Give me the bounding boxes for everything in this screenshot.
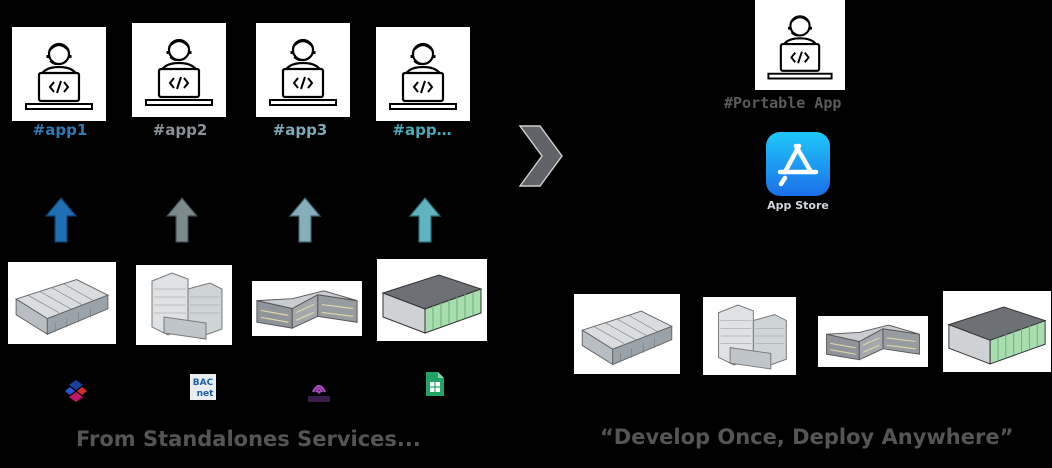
developer-icon-portable xyxy=(755,0,845,90)
up-arrow-icon xyxy=(44,196,78,244)
app-label-2: #app2 xyxy=(152,121,208,139)
app-label-3: #app3 xyxy=(272,121,328,139)
app-store-label: App Store xyxy=(767,199,829,212)
developer-icon-app1 xyxy=(12,27,106,121)
up-arrow-icon xyxy=(288,196,322,244)
up-arrow-icon xyxy=(408,196,442,244)
app-store-icon xyxy=(766,132,830,196)
brick-icon xyxy=(305,376,333,404)
spreadsheet-icon xyxy=(424,370,446,398)
app-label-1: #app1 xyxy=(32,121,88,139)
building-model-1 xyxy=(574,294,680,374)
portable-app-label: #Portable App xyxy=(724,94,842,112)
bacnet-text-top: BAC xyxy=(193,378,214,388)
app-label-4: #app… xyxy=(392,121,452,139)
chevron-right-icon xyxy=(516,124,564,188)
building-model-1 xyxy=(8,262,116,344)
ifc-icon xyxy=(62,377,90,405)
developer-icon-app2 xyxy=(132,23,226,117)
building-model-3 xyxy=(252,281,362,336)
bacnet-icon: BAC net xyxy=(190,374,216,400)
right-caption: “Develop Once, Deploy Anywhere” xyxy=(600,425,1014,449)
building-model-2 xyxy=(703,297,796,375)
left-caption: From Standalones Services... xyxy=(76,427,421,451)
building-model-3 xyxy=(818,316,928,367)
developer-icon-app4 xyxy=(376,27,470,121)
building-model-4 xyxy=(377,259,487,341)
developer-icon-app3 xyxy=(256,23,350,117)
up-arrow-icon xyxy=(165,196,199,244)
building-model-4 xyxy=(943,291,1051,372)
building-model-2 xyxy=(136,265,232,345)
bacnet-text-bottom: net xyxy=(197,389,215,399)
